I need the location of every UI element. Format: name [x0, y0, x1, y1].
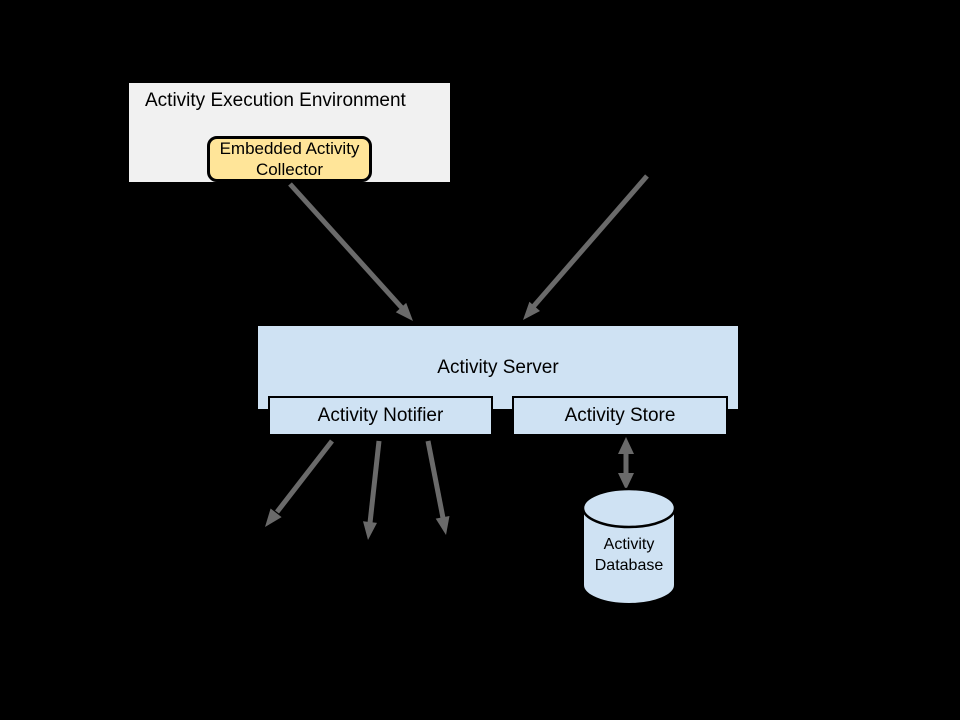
- arrow-notifier-out-middle: [363, 440, 382, 540]
- execution-environment-label: Activity Execution Environment: [145, 90, 406, 111]
- activity-store-label: Activity Store: [564, 405, 676, 426]
- activity-notifier-box: Activity Notifier: [268, 396, 493, 436]
- arrow-collector-to-server: [288, 182, 413, 321]
- activity-store-box: Activity Store: [512, 396, 728, 436]
- activity-database-label: Activity Database: [594, 536, 664, 574]
- activity-server-label: Activity Server: [437, 356, 559, 378]
- embedded-collector-box: Embedded Activity Collector: [207, 136, 372, 182]
- arrow-notifier-out-right: [425, 440, 450, 535]
- embedded-collector-label: Embedded Activity Collector: [219, 139, 360, 179]
- activity-notifier-label: Activity Notifier: [317, 405, 444, 426]
- arrow-store-database-bidirectional: [618, 437, 634, 490]
- arrow-notifier-out-left: [265, 439, 334, 527]
- arrow-external-to-server: [523, 174, 649, 320]
